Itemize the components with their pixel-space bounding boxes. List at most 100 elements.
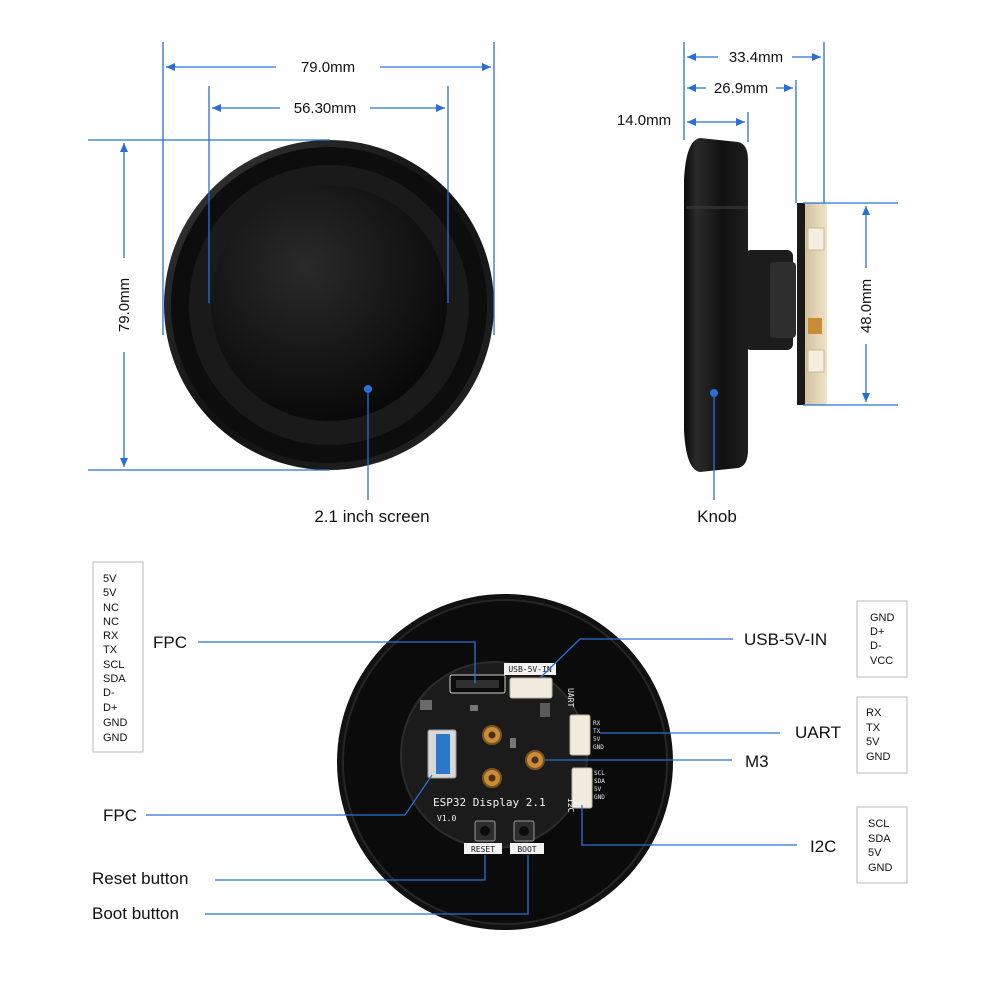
i2c-pin-1: SCL	[868, 818, 889, 830]
usb-pin-1: GND	[870, 612, 895, 624]
dim-depth-body-label: 26.9mm	[714, 80, 768, 97]
reset-switch-cap	[480, 826, 490, 836]
fpc-pin-11: GND	[103, 717, 128, 729]
fpc-pinout-box: 5V 5V NC NC RX TX SCL SDA D- D+ GND GND	[92, 561, 144, 753]
uart-connector	[569, 714, 591, 756]
usb-pinout-frame	[856, 600, 908, 678]
uart-pin-4: GND	[866, 751, 891, 763]
side-body	[684, 138, 748, 472]
fpc-pin-10: D+	[103, 702, 117, 714]
dim-outer-width-label: 79.0mm	[301, 59, 355, 76]
screen-callout-label: 2.1 inch screen	[314, 507, 429, 526]
i2c-pin-4: GND	[868, 862, 893, 874]
side-connector-2	[808, 318, 822, 334]
uart-pin-2: TX	[866, 722, 881, 734]
reset-callout-line	[215, 855, 486, 881]
side-pcb-dark	[797, 203, 805, 405]
uart-board-label: UART	[566, 688, 575, 707]
side-view: 33.4mm 26.9mm 14.0mm 48.0mm Knob	[617, 42, 898, 526]
boot-callout-line	[205, 855, 529, 915]
fpc-top-callout-label: FPC	[153, 633, 187, 652]
fpc-bottom-callout-label: FPC	[103, 806, 137, 825]
fpc-top-connector-inner	[456, 680, 499, 688]
m3-screw-1-hole	[488, 731, 496, 739]
fpc-pin-4: NC	[103, 616, 119, 628]
front-view: 79.0mm 56.30mm 79.0mm 2.1 inch screen	[88, 42, 495, 526]
i2c-callout-line	[581, 805, 797, 846]
fpc-pin-5: RX	[103, 630, 119, 642]
component-2	[540, 703, 550, 717]
dim-thickness-label: 14.0mm	[617, 112, 671, 129]
fpc-pin-9: D-	[103, 687, 115, 699]
fpc-pin-12: GND	[103, 732, 128, 744]
fpc-pin-8: SDA	[103, 673, 126, 685]
screen-callout-dot	[364, 385, 372, 393]
usb-callout-line	[539, 638, 733, 679]
side-connector-1	[807, 227, 825, 251]
knob-callout-dot	[710, 389, 718, 397]
uart-pin-3: 5V	[866, 736, 880, 748]
component-3	[510, 738, 516, 748]
m3-screw-2-hole	[531, 756, 539, 764]
fpc-pin-6: TX	[103, 644, 118, 656]
uart-pin-tx: TX	[593, 728, 601, 735]
component-1	[420, 700, 432, 710]
i2c-pinout-frame	[856, 806, 908, 884]
boot-label-box	[510, 843, 544, 854]
boot-board-label: BOOT	[517, 845, 536, 854]
dim-depth-total-label: 33.4mm	[729, 49, 783, 66]
usb-connector	[509, 677, 553, 699]
m3-callout-label: M3	[745, 752, 769, 771]
usb-pin-2: D+	[870, 626, 884, 638]
fpc-bottom-ribbon	[436, 734, 450, 774]
back-callouts: FPC FPC Reset button Boot button USB-5V-…	[92, 630, 841, 923]
component-4	[470, 705, 478, 711]
fpc-pinout-frame	[92, 561, 144, 753]
i2c-board-label: I2C	[566, 798, 575, 813]
back-view: USB-5V-IN UART RX TX 5V GND I2C SCL SDA …	[337, 594, 673, 930]
board-version: V1.0	[437, 814, 456, 823]
reset-board-label: RESET	[471, 845, 495, 854]
fpc-bottom-callout-line	[146, 774, 433, 816]
m3-screw-3-hole	[488, 774, 496, 782]
usb-pin-3: D-	[870, 640, 882, 652]
knob-callout-label: Knob	[697, 507, 737, 526]
uart-pinout-box: RX TX 5V GND	[856, 696, 908, 774]
usb-pin-4: VCC	[870, 655, 893, 667]
uart-pin-gnd: GND	[593, 744, 604, 751]
usb-label-box	[504, 663, 556, 675]
usb-callout-label: USB-5V-IN	[744, 630, 827, 649]
side-mount-nut	[770, 262, 796, 338]
i2c-pin-scl: SCL	[594, 770, 605, 777]
i2c-pin-3: 5V	[868, 847, 882, 859]
dim-screen-width-label: 56.30mm	[294, 100, 357, 117]
boot-switch-cap	[519, 826, 529, 836]
uart-pin-5v: 5V	[593, 736, 601, 743]
i2c-pin-2: SDA	[868, 833, 891, 845]
i2c-pin-5v: 5V	[594, 786, 602, 793]
uart-pin-rx: RX	[593, 720, 601, 727]
uart-callout-label: UART	[795, 723, 841, 742]
front-screen	[211, 185, 447, 421]
i2c-callout-label: I2C	[810, 837, 836, 856]
usb-board-label: USB-5V-IN	[508, 665, 552, 674]
side-body-edge	[686, 206, 748, 209]
uart-pin-1: RX	[866, 707, 882, 719]
uart-pinout-frame	[856, 696, 908, 774]
board-title: ESP32 Display 2.1	[433, 796, 546, 809]
fpc-pin-2: 5V	[103, 587, 117, 599]
dim-outer-height-label: 79.0mm	[116, 278, 133, 332]
reset-callout-label: Reset button	[92, 869, 188, 888]
fpc-pin-3: NC	[103, 602, 119, 614]
i2c-pin-sda: SDA	[594, 778, 605, 785]
dim-board-height-label: 48.0mm	[858, 279, 875, 333]
fpc-pin-1: 5V	[103, 573, 117, 585]
i2c-pin-gnd: GND	[594, 794, 605, 801]
boot-callout-label: Boot button	[92, 904, 179, 923]
side-connector-3	[807, 349, 825, 373]
i2c-pinout-box: SCL SDA 5V GND	[856, 806, 908, 884]
usb-pinout-box: GND D+ D- VCC	[856, 600, 908, 678]
fpc-pin-7: SCL	[103, 659, 124, 671]
